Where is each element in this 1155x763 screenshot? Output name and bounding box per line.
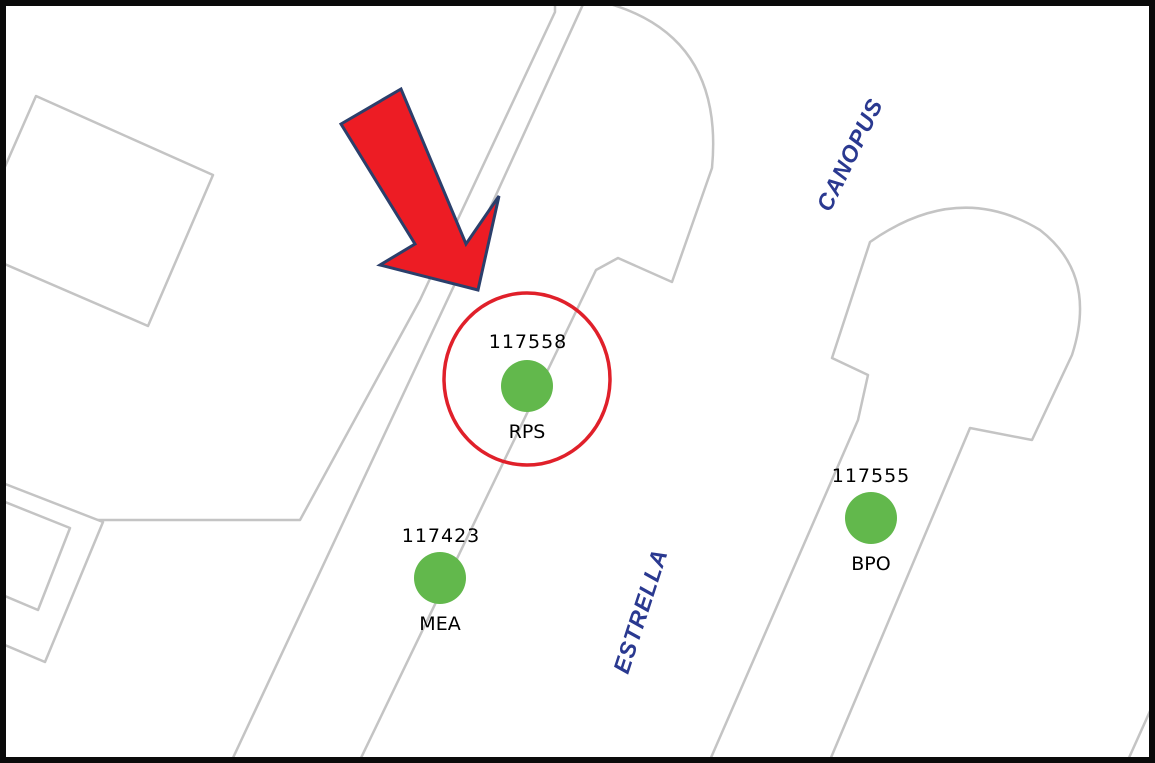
red-circle-icon (442, 291, 612, 467)
building-outline (6, 501, 72, 612)
red-arrow-icon (338, 86, 501, 292)
site-marker-117555[interactable]: 117555 BPO (832, 465, 911, 575)
site-marker-117558[interactable]: 117558 RPS (489, 331, 568, 443)
site-code-label: BPO (851, 553, 890, 575)
green-dot-icon[interactable] (501, 360, 553, 412)
building-outline (232, 6, 715, 757)
building-outline (6, 94, 215, 328)
street-label-canopus: CANOPUS (811, 94, 888, 215)
site-marker-117423[interactable]: 117423 MEA (402, 525, 481, 635)
building-outline (1127, 710, 1149, 757)
site-id-label: 117555 (832, 465, 911, 487)
building-outline (709, 206, 1082, 757)
site-id-label: 117423 (402, 525, 481, 547)
site-code-label: MEA (419, 613, 460, 635)
street-label-estrella: ESTRELLA (608, 545, 673, 676)
site-code-label: RPS (509, 421, 546, 443)
green-dot-icon[interactable] (845, 492, 897, 544)
site-id-label: 117558 (489, 331, 568, 353)
green-dot-icon[interactable] (414, 552, 466, 604)
